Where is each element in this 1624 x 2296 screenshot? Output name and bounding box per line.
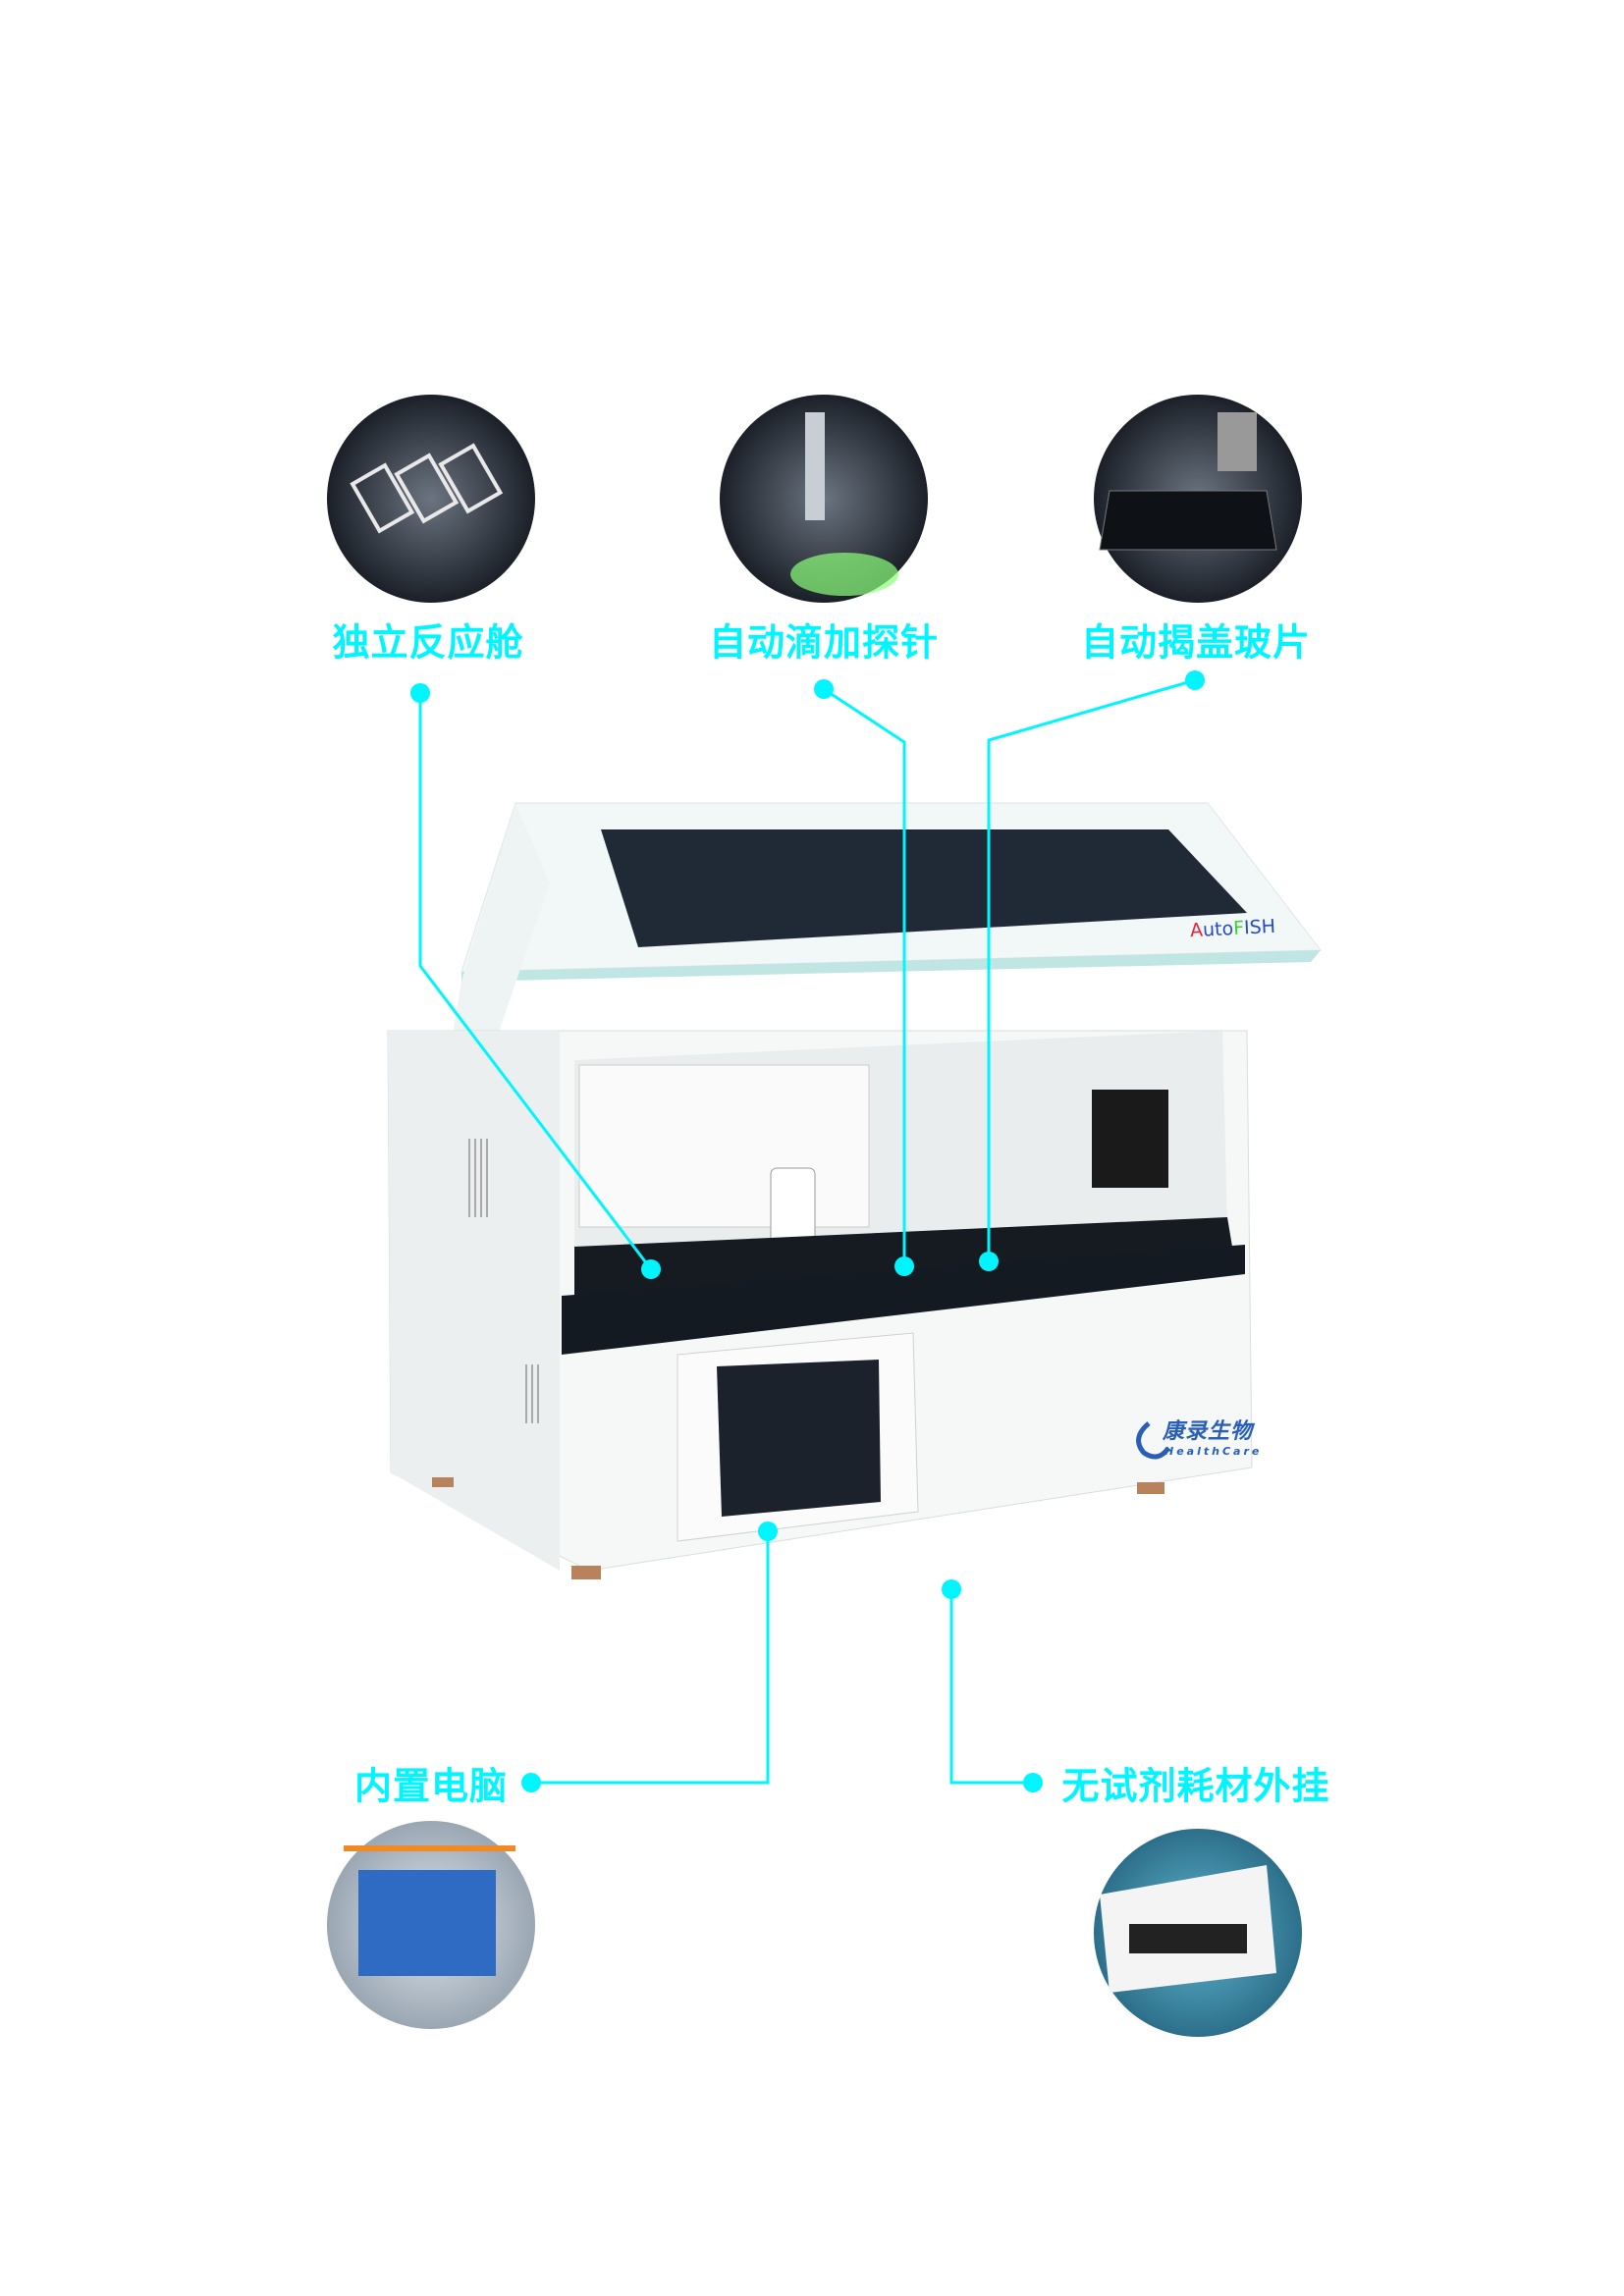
feature-label-auto-coverslip: 自动揭盖玻片 [1080, 620, 1312, 665]
lid-window [601, 829, 1247, 947]
product-name-uto: uto [1202, 917, 1234, 941]
leader-line-reagents [949, 1589, 1033, 1785]
reaction-module [578, 1064, 870, 1228]
feature-label-reaction-chamber: 独立反应舱 [332, 620, 524, 665]
brand-name-cn: 康录生物 [1163, 1419, 1254, 1444]
feature-label-built-in-computer: 内置电脑 [353, 1764, 509, 1808]
photo-reaction-chamber [327, 395, 535, 603]
leader-line-chamber [418, 693, 653, 1270]
leader-line-coverslip [987, 678, 1196, 1261]
leader-line-computer [531, 1531, 770, 1785]
leader-line-probe [823, 687, 906, 1266]
brand-logo: 康录生物 HealthCare [1139, 1414, 1262, 1458]
feature-label-external-reagents: 无试剂耗材外挂 [1061, 1764, 1330, 1808]
product-name-a: A [1189, 919, 1204, 942]
feature-label-auto-probe: 自动滴加探针 [708, 620, 940, 665]
brand-logo-icon [1136, 1421, 1171, 1460]
product-name-ish: ISH [1243, 915, 1276, 939]
product-name: AutoFISH [1189, 916, 1275, 942]
brand-name-en: HealthCare [1164, 1445, 1263, 1458]
screen [717, 1360, 881, 1517]
